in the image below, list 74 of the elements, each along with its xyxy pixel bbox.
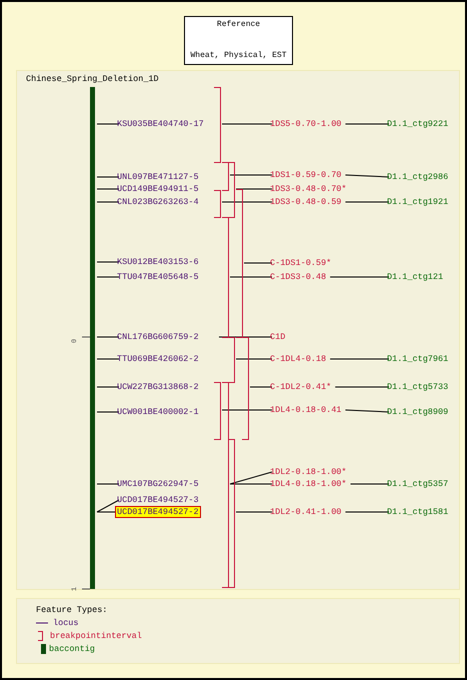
reference-text: Wheat, Physical, EST	[190, 51, 286, 61]
connector-line	[236, 358, 272, 360]
bracket	[228, 162, 235, 218]
interval-label: 1DL2-0.41-1.00	[270, 507, 342, 517]
leader-line	[330, 358, 390, 360]
tick-line	[96, 188, 120, 190]
locus-label: UNL097BE471127-5	[117, 172, 199, 182]
highlighted-locus-label: UCD017BE494527-2	[115, 506, 201, 518]
contig-label: D1.1_ctg9221	[387, 119, 448, 129]
tick-line	[96, 176, 120, 178]
legend-text: locus	[53, 618, 79, 628]
locus-label: TTU047BE405648-5	[117, 272, 199, 282]
leader-line	[344, 174, 390, 178]
tick-line	[96, 276, 120, 278]
reference-box	[184, 16, 293, 65]
interval-label: C-1DL4-0.18	[270, 354, 326, 364]
reference-text: Reference	[216, 20, 260, 30]
bracket	[242, 337, 249, 440]
interval-label: 1DL2-0.18-1.00*	[270, 467, 347, 477]
connector-line	[218, 336, 272, 338]
bracket	[228, 439, 235, 588]
contig-label: D1.1_ctg2986	[387, 172, 448, 182]
locus-label: TTU069BE426062-2	[117, 354, 199, 364]
connector-line	[244, 262, 272, 264]
contig-label: D1.1_ctg7961	[387, 354, 448, 364]
interval-label: 1DS1-0.59-0.70	[270, 170, 342, 180]
bracket	[222, 217, 229, 338]
leader-line	[344, 410, 390, 412]
bracket	[222, 382, 229, 588]
interval-label: 1DS3-0.48-0.70*	[270, 184, 347, 194]
locus-label: UCD017BE494527-3	[117, 495, 199, 505]
legend-text: breakpointinterval	[50, 631, 142, 641]
interval-label: C1D	[270, 332, 286, 342]
bracket	[214, 87, 221, 163]
connector-line	[230, 276, 272, 278]
bracket	[214, 190, 221, 218]
map-title: Chinese_Spring_Deletion_1D	[26, 74, 159, 84]
interval-label: C-1DL2-0.41*	[270, 382, 332, 392]
connector-line	[236, 188, 272, 190]
locus-label: KSU012BE403153-6	[117, 257, 199, 267]
bracket	[228, 337, 235, 383]
tick-line	[96, 358, 120, 360]
contig-label: D1.1_ctg1921	[387, 197, 448, 207]
contig-label: D1.1_ctg5357	[387, 479, 448, 489]
locus-label: UCW001BE400002-1	[117, 407, 199, 417]
tick-line	[96, 386, 120, 388]
bracket	[236, 189, 243, 338]
locus-label: UCD149BE494911-5	[117, 184, 199, 194]
connector-line	[230, 174, 272, 176]
interval-label: 1DS3-0.48-0.59	[270, 197, 342, 207]
contig-label: D1.1_ctg5733	[387, 382, 448, 392]
interval-label: 1DL4-0.18-1.00*	[270, 479, 347, 489]
contig-label: D1.1_ctg121	[387, 272, 444, 282]
locus-label: UMC107BG262947-5	[117, 479, 199, 489]
leader-line	[330, 276, 390, 278]
locus-label: CNL023BG263263-4	[117, 197, 199, 207]
interval-label: 1DS5-0.70-1.00	[270, 119, 342, 129]
contig-label: D1.1_ctg1581	[387, 507, 448, 517]
leader-line	[334, 386, 390, 388]
interval-label: C-1DS3-0.48	[270, 272, 326, 282]
connector-line	[250, 386, 272, 388]
bracket	[214, 382, 221, 440]
interval-label: 1DL4-0.18-0.41	[270, 405, 342, 415]
tick-line	[96, 336, 120, 338]
legend-title: Feature Types:	[36, 605, 108, 615]
tick-line	[96, 500, 120, 512]
locus-label: UCW227BG313868-2	[117, 382, 199, 392]
contig-label: D1.1_ctg8909	[387, 407, 448, 417]
interval-label: C-1DS1-0.59*	[270, 258, 332, 268]
locus-label: KSU035BE404740-17	[117, 119, 204, 129]
locus-label: CNL176BG606759-2	[117, 332, 199, 342]
connector-line	[230, 472, 272, 484]
legend-text: baccontig	[49, 644, 95, 654]
bracket	[222, 162, 229, 191]
